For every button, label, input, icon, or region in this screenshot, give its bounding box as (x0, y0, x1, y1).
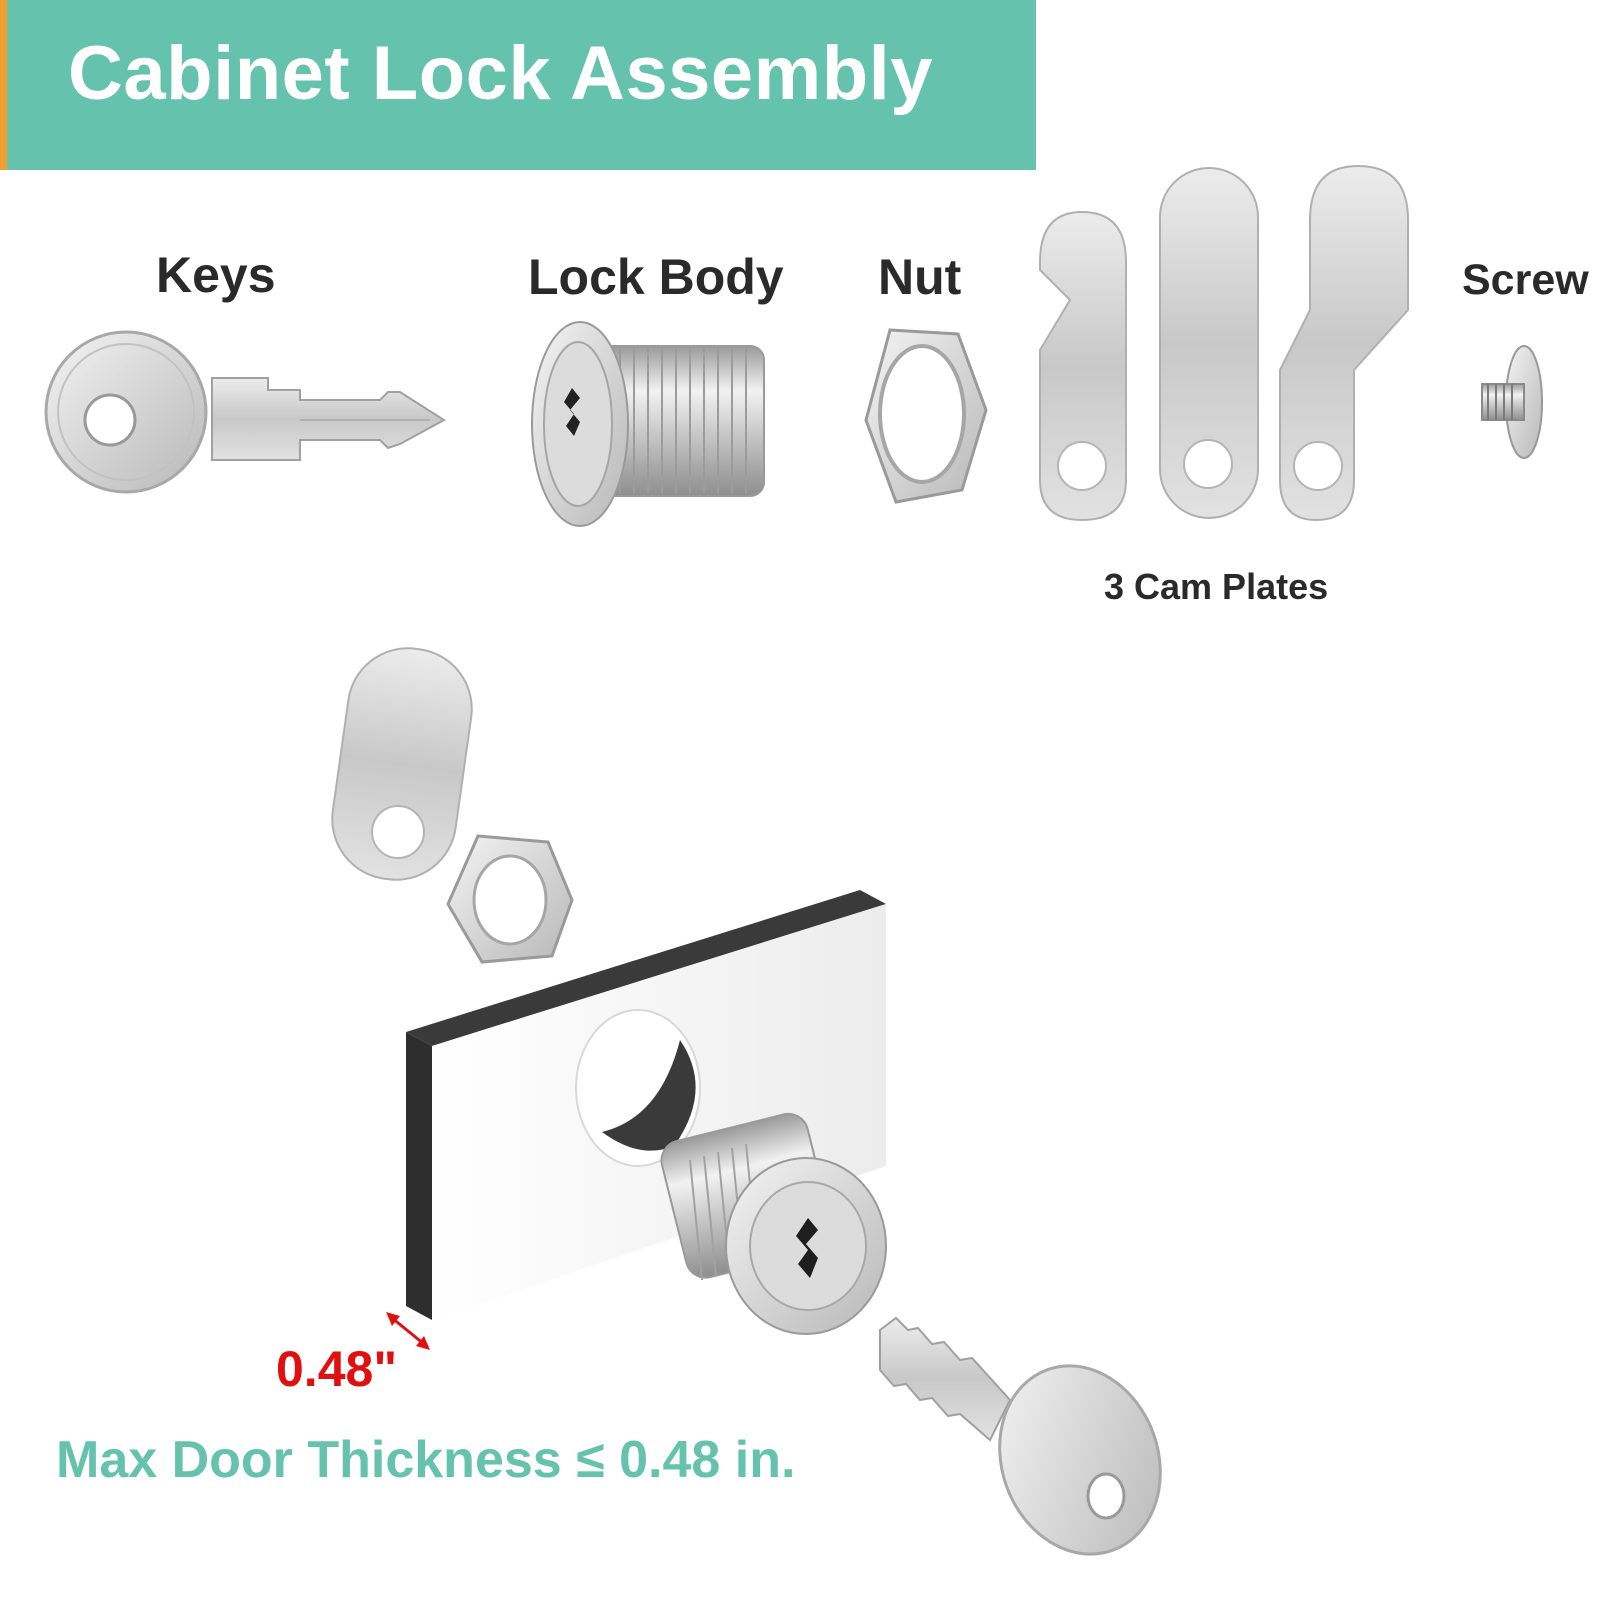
cam-plate-offset-icon (1279, 164, 1409, 522)
page-title: Cabinet Lock Assembly (68, 31, 934, 116)
keys-label: Keys (156, 247, 276, 303)
cam-plate-hook-icon (1039, 210, 1127, 522)
key-icon (44, 330, 446, 494)
door-panel (406, 890, 886, 1320)
lock-body-label: Lock Body (528, 249, 784, 305)
lock-body-icon (531, 321, 765, 527)
installed-lock-body-icon (660, 1112, 887, 1335)
thickness-measurement: 0.48" (276, 1341, 398, 1397)
thickness-arrow-icon (386, 1312, 430, 1350)
banner-accent-stripe (0, 0, 7, 170)
screw-label: Screw (1462, 256, 1589, 304)
screw-icon (1481, 345, 1543, 459)
exploded-cam-plate-icon (331, 647, 473, 881)
cam-plate-straight-icon (1159, 167, 1259, 519)
cam-plates-label: 3 Cam Plates (1104, 566, 1329, 607)
exploded-nut-icon (446, 834, 574, 964)
nut-label: Nut (878, 249, 962, 305)
installed-key-icon (879, 1316, 1162, 1556)
max-thickness-note: Max Door Thickness ≤ 0.48 in. (56, 1431, 796, 1489)
title-banner (0, 0, 1036, 170)
nut-icon (864, 328, 988, 504)
